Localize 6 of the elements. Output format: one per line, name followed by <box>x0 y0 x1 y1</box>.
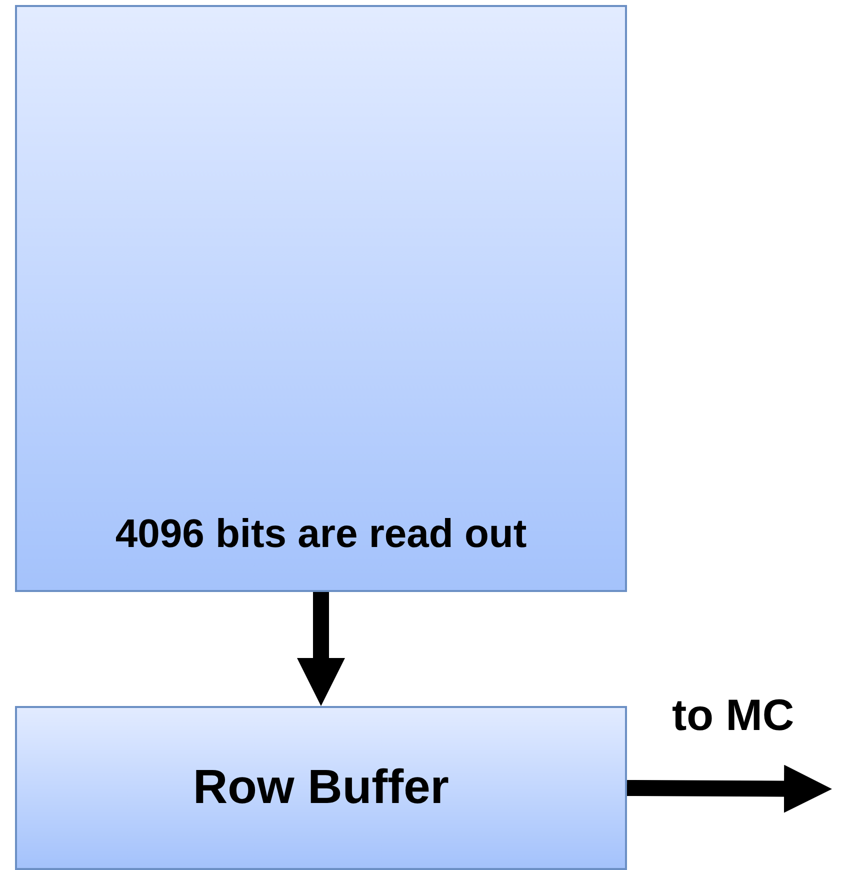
arrow <box>626 764 832 813</box>
arrow <box>297 592 345 706</box>
block-label: 4096 bits are read out <box>114 511 528 558</box>
block-box <box>15 5 627 592</box>
block-box <box>15 706 627 870</box>
block-label: Row Buffer <box>192 760 450 816</box>
